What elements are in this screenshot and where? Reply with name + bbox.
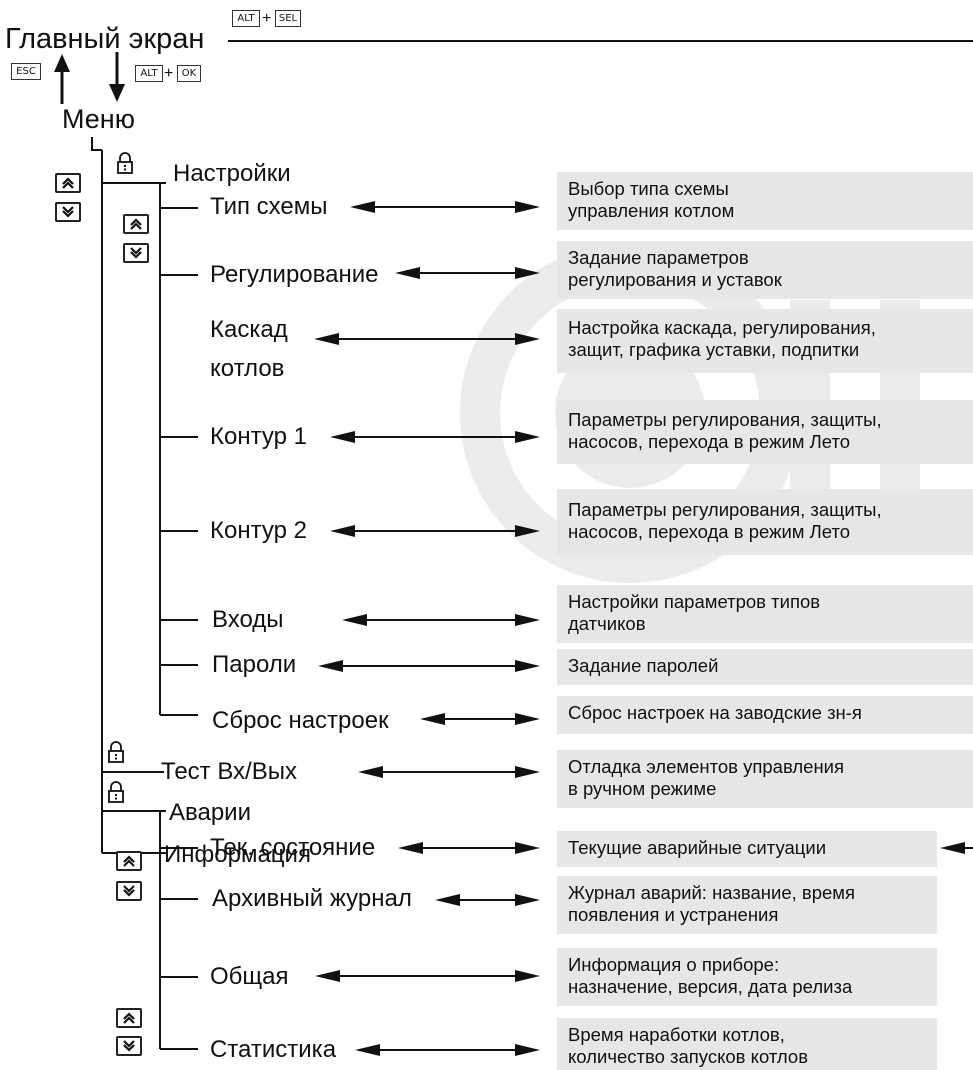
double-chevron-up-icon — [62, 177, 74, 189]
submenu-item-regulation[interactable]: Регулирование — [210, 261, 379, 288]
cascade-label-line2: котлов — [210, 355, 285, 382]
settings-down-button[interactable] — [123, 243, 149, 263]
menu-up-button[interactable] — [55, 173, 81, 193]
esc-key: ESC — [11, 63, 41, 80]
desc-current-state: Текущие аварийные ситуации — [557, 831, 937, 867]
submenu-item-cascade[interactable]: Каскад котлов — [210, 310, 288, 388]
double-headed-arrow-icon — [350, 201, 540, 213]
submenu-item-archive-log[interactable]: Архивный журнал — [212, 885, 412, 912]
submenu-item-contour-1[interactable]: Контур 1 — [210, 423, 307, 450]
cascade-label-line1: Каскад — [210, 316, 288, 343]
double-headed-arrow-icon — [314, 333, 540, 345]
menu-label: Меню — [62, 104, 135, 134]
plus-sign: + — [164, 65, 174, 82]
double-chevron-up-icon — [130, 218, 142, 230]
double-headed-arrow-icon — [315, 970, 540, 982]
desc-contour-1: Параметры регулирования, защиты, насосов… — [557, 400, 973, 464]
desc-passwords: Задание паролей — [557, 649, 973, 685]
menu-down-button[interactable] — [55, 202, 81, 222]
menu-item-info[interactable]: Информация — [164, 841, 311, 868]
settings-up-button[interactable] — [123, 214, 149, 234]
double-chevron-up-icon — [123, 1012, 135, 1024]
alarms-up-button[interactable] — [116, 851, 142, 871]
double-headed-arrow-icon — [355, 1044, 540, 1056]
double-chevron-up-icon — [123, 855, 135, 867]
info-up-button[interactable] — [116, 1008, 142, 1028]
menu-item-test-io[interactable]: Тест Вх/Вых — [161, 758, 297, 785]
header-rule — [228, 40, 973, 42]
desc-cascade: Настройка каскада, регулирования, защит,… — [557, 309, 973, 373]
lock-icon — [108, 781, 124, 803]
desc-regulation: Задание параметров регулирования и устав… — [557, 241, 973, 299]
desc-reset: Сброс настроек на заводские зн-я — [557, 696, 973, 734]
submenu-item-scheme-type[interactable]: Тип схемы — [210, 193, 328, 220]
double-chevron-down-icon — [62, 206, 74, 218]
menu-item-alarms[interactable]: Аварии — [169, 799, 251, 826]
submenu-item-general[interactable]: Общая — [210, 963, 289, 990]
double-headed-arrow-icon — [358, 766, 540, 778]
double-chevron-down-icon — [123, 885, 135, 897]
alt-key: ALT — [135, 65, 163, 82]
desc-general: Информация о приборе: назначение, версия… — [557, 948, 937, 1006]
lock-icon — [108, 741, 124, 763]
desc-archive-log: Журнал аварий: название, время появления… — [557, 876, 937, 934]
submenu-item-passwords[interactable]: Пароли — [212, 651, 297, 678]
double-headed-arrow-icon — [330, 431, 540, 443]
alarms-down-button[interactable] — [116, 881, 142, 901]
double-chevron-down-icon — [123, 1040, 135, 1052]
main-screen-title: Главный экран — [5, 23, 205, 55]
double-headed-arrow-icon — [330, 525, 540, 537]
submenu-item-reset[interactable]: Сброс настроек — [212, 707, 389, 734]
desc-contour-2: Параметры регулирования, защиты, насосов… — [557, 489, 973, 555]
incoming-arrow-icon — [940, 842, 973, 854]
arrow-down-icon — [109, 52, 125, 102]
arrow-up-icon — [54, 54, 70, 104]
desc-inputs: Настройки параметров типов датчиков — [557, 585, 973, 643]
double-chevron-down-icon — [130, 247, 142, 259]
double-headed-arrow-icon — [318, 660, 540, 672]
info-down-button[interactable] — [116, 1036, 142, 1056]
desc-test-io: Отладка элементов управления в ручном ре… — [557, 750, 973, 808]
sel-key: SEL — [275, 10, 301, 27]
desc-statistics: Время наработки котлов, количество запус… — [557, 1018, 937, 1070]
submenu-item-inputs[interactable]: Входы — [212, 606, 284, 633]
double-headed-arrow-icon — [342, 614, 540, 626]
double-headed-arrow-icon — [420, 713, 540, 725]
plus-sign: + — [262, 10, 272, 27]
double-headed-arrow-icon — [395, 267, 540, 279]
double-headed-arrow-icon — [398, 842, 540, 854]
alt-key: ALT — [232, 10, 260, 27]
submenu-item-statistics[interactable]: Статистика — [210, 1036, 337, 1063]
submenu-item-current-state[interactable]: Тек. состояние — [210, 834, 376, 861]
ok-key: OK — [177, 65, 201, 82]
lock-icon — [117, 152, 133, 174]
menu-item-settings[interactable]: Настройки — [173, 160, 291, 187]
submenu-item-contour-2[interactable]: Контур 2 — [210, 517, 307, 544]
double-headed-arrow-icon — [435, 894, 540, 906]
desc-scheme-type: Выбор типа схемы управления котлом — [557, 172, 973, 230]
